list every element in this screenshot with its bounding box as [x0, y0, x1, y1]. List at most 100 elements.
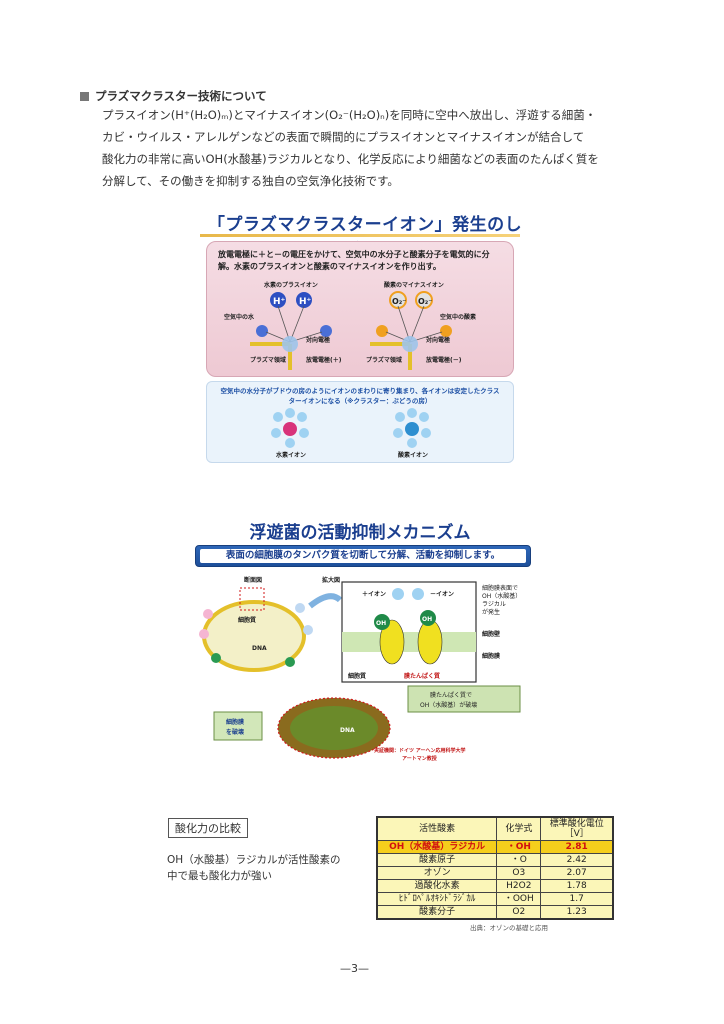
figure1-underline: [200, 234, 520, 237]
cluster-panel: [206, 381, 514, 463]
table-cell: H2O2: [496, 879, 542, 893]
svg-text:OH: OH: [422, 616, 432, 623]
table-cell: ・OOH: [496, 892, 542, 906]
cell-membrane-label: 細胞膜: [482, 652, 501, 660]
o-ion-circle: [415, 291, 433, 309]
counter-electrode-label: 対向電極: [425, 336, 450, 344]
figure1-panel: [206, 241, 514, 377]
cluster-diagram: 水素イオン 酸素イオン: [271, 408, 431, 459]
paragraph-line: 分解して、その働きを抑制する独自の空気浄化技術です。: [102, 174, 399, 188]
broken-note-line: 膜たんぱく質で: [430, 691, 472, 699]
figure1-diagram: 水素のプラスイオン H⁺ H⁺ 空気中の水 対向電極 プラズマ領域 放電電極(＋…: [224, 281, 476, 370]
dna-label: DNA: [252, 645, 267, 652]
membrane-protein-label: 膜たんぱく質: [404, 672, 440, 680]
minus-ion-label: －イオン: [430, 591, 454, 598]
electrode-plus-label: 放電電極(＋): [305, 356, 342, 364]
plasma-label: プラズマ領域: [366, 356, 402, 364]
radical-note-line: OH（水酸基）: [482, 592, 521, 600]
header-cell: 標準酸化電位 ［V］: [540, 816, 614, 841]
table-cell: 2.81: [540, 840, 614, 854]
broken-note-box: [407, 685, 521, 713]
plasma-region-icon: [282, 336, 298, 352]
plasma-label: プラズマ領域: [250, 356, 286, 364]
svg-text:H⁺: H⁺: [299, 297, 312, 307]
destroy-label-line: を破壊: [226, 728, 244, 736]
h-ion-circle: [296, 292, 312, 308]
table-cell: ・O: [496, 853, 542, 867]
table-row: OH（水酸基）ラジカル ・OH 2.81: [376, 840, 614, 854]
water-molecule-icon: [256, 325, 268, 337]
table-row: ﾋﾄﾞﾛﾍﾟﾙｵｷｼﾄﾞﾗｼﾞｶﾙ ・OOH 1.7: [376, 892, 614, 906]
membrane-band: [342, 632, 476, 652]
credit-line: 実証機関：ドイツ アーヘン応用科学大学: [374, 747, 465, 754]
h-ion-circle: [270, 292, 286, 308]
table-cell: 2.42: [540, 853, 614, 867]
table-row: 酸素原子 ・O 2.42: [376, 853, 614, 867]
cell-wall-label: 細胞壁: [482, 630, 500, 638]
hydrogen-cluster-icon: [271, 408, 309, 448]
counter-electrode-label: 対向電極: [305, 336, 330, 344]
table-cell: OH（水酸基）ラジカル: [376, 840, 498, 854]
membrane-protein-icon: [417, 619, 443, 665]
svg-text:O₂⁻: O₂⁻: [392, 297, 407, 306]
credit-line: アートマン教授: [402, 755, 438, 762]
zoom-region-marker: [239, 587, 265, 611]
table-cell: ﾋﾄﾞﾛﾍﾟﾙｵｷｼﾄﾞﾗｼﾞｶﾙ: [376, 892, 498, 906]
figure2-banner: 表面の細胞膜のタンパク質を切断して分解、活動を抑制します。: [195, 545, 531, 567]
bullet-square-icon: [80, 92, 89, 101]
o-ion-label: 酸素のマイナスイオン: [384, 281, 444, 289]
table-cell: 1.78: [540, 879, 614, 893]
figure2-banner-text: 表面の細胞膜のタンパク質を切断して分解、活動を抑制します。: [200, 549, 526, 563]
zoom-cytoplasm-label: 細胞質: [348, 672, 366, 680]
water-label: 空気中の水: [224, 313, 255, 321]
table-cell: 1.7: [540, 892, 614, 906]
header-cell: 活性酸素: [376, 816, 498, 841]
zoom-label: 拡大図: [322, 576, 340, 584]
oxygen-molecule-icon: [440, 325, 452, 337]
page-number: —3—: [340, 962, 369, 975]
plus-ion-label: ＋イオン: [362, 591, 386, 598]
comparison-label: 酸化力の比較: [168, 818, 248, 838]
cell-core: [290, 706, 378, 750]
oxygen-molecule-icon: [376, 325, 388, 337]
paragraph-line: カビ・ウイルス・アレルゲンなどの表面で瞬間的にプラスイオンとマイナスイオンが結合…: [102, 130, 585, 144]
table-row: 過酸化水素 H2O2 1.78: [376, 879, 614, 893]
oxygen-label: 空気中の酸素: [440, 313, 476, 321]
comparison-note-line: 中で最も酸化力が強い: [167, 870, 272, 882]
table-source: 出典：オゾンの基礎と応用: [470, 924, 548, 932]
table-cell: 1.23: [540, 905, 614, 920]
table-cell: ・OH: [496, 840, 542, 854]
table-cell: O2: [496, 905, 542, 920]
cluster-description: 空気中の水分子がブドウの房のようにイオンのまわりに寄り集まり、各イオンは安定した…: [220, 387, 500, 405]
plasma-region-icon: [402, 336, 418, 352]
comparison-note-line: OH（水酸基）ラジカルが活性酸素の: [167, 854, 341, 866]
figure2-title: 浮遊菌の活動抑制メカニズム: [249, 523, 471, 543]
figure1-description: 放電電極に＋と－の電圧をかけて、空気中の水分子と酸素分子を電気的に分解。水素のプ…: [218, 250, 490, 271]
section-view-label: 断面図: [244, 576, 262, 584]
table-row: オゾン O3 2.07: [376, 866, 614, 880]
figure2-diagram: 断面図 細胞質 DNA 拡大図 ＋イオン －イオン OH OH 細胞膜表面で O…: [199, 576, 521, 762]
table-cell: 過酸化水素: [376, 879, 498, 893]
radical-note-line: が発生: [482, 608, 500, 616]
broken-note-line: OH（水酸基）が破壊: [420, 701, 477, 709]
cytoplasm-label: 細胞質: [238, 616, 256, 624]
electrode-minus-label: 放電電極(－): [425, 356, 462, 364]
water-molecule-icon: [320, 325, 332, 337]
zoom-arrow-icon: [308, 593, 343, 609]
oxygen-cluster-icon: [393, 408, 431, 448]
o-ion-circle: [389, 291, 407, 309]
destroy-label-line: 細胞膜: [226, 718, 245, 726]
h-ion-label: 水素のプラスイオン: [264, 281, 318, 289]
section-heading: プラズマクラスター技術について: [80, 88, 267, 104]
table-cell: 酸素原子: [376, 853, 498, 867]
table-cell: 2.07: [540, 866, 614, 880]
comparison-note: OH（水酸基）ラジカルが活性酸素の 中で最も酸化力が強い: [167, 852, 367, 884]
radical-note-line: ラジカル: [482, 601, 506, 608]
paragraph-line: プラスイオン(H⁺(H₂O)ₘ)とマイナスイオン(O₂⁻(H₂O)ₙ)を同時に空…: [102, 108, 597, 122]
header-cell: 化学式: [496, 816, 542, 841]
membrane-protein-icon: [379, 619, 405, 665]
cluster-left-label: 水素イオン: [276, 451, 306, 459]
paragraph-line: 酸化力の非常に高いOH(水酸基)ラジカルとなり、化学反応により細菌などの表面のた…: [102, 152, 599, 166]
destroy-label-box: [213, 711, 263, 741]
table-header-row: 活性酸素 化学式 標準酸化電位 ［V］: [376, 816, 614, 841]
